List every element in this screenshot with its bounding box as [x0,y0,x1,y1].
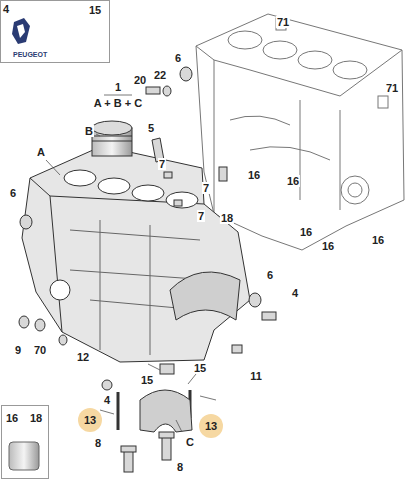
callout-number: 16 [321,240,335,252]
piston [92,121,132,156]
inset-label: 15 [89,4,101,16]
callout-number: 1 [114,81,122,93]
callout-number: B [84,125,94,137]
callout-number: A [36,146,46,158]
callout-number: 11 [249,370,263,382]
callout-number: 18 [220,212,234,224]
callout-number: 5 [147,122,155,134]
callout-circle: 13 [199,414,223,438]
callout-number: 6 [266,269,274,281]
callout-number: 12 [76,351,90,363]
callout-number: 6 [174,52,182,64]
callout-number: 9 [14,344,22,356]
callout-number: 20 [133,74,147,86]
callout-number: 15 [193,362,207,374]
callout-number: 13 [205,420,217,432]
callout-number: 16 [299,226,313,238]
front-block [22,146,250,362]
small-parts [19,67,276,472]
callout-number: 7 [197,210,205,222]
inset-label: 18 [30,412,42,424]
inset-box: 1618 [1,405,49,479]
callout-number: 6 [9,187,17,199]
pin-cylinder [9,442,39,470]
callout-number: 8 [176,461,184,473]
inset-label: 16 [6,412,18,424]
callout-number: 15 [140,374,154,386]
callout-number: 16 [286,175,300,187]
callout-number: 13 [84,414,96,426]
inset-box: 4 15PEUGEOT [0,0,110,63]
callout-number: 4 [291,287,299,299]
callout-number: 16 [371,234,385,246]
callout-number: 71 [385,82,399,94]
inset-label: 4 [3,3,9,15]
callout-number: 8 [94,437,102,449]
callout-number: 70 [33,344,47,356]
callout-number: C [185,436,195,448]
callout-number: 4 [103,394,111,406]
inset-label: PEUGEOT [13,49,47,61]
callout-number: A + B + C [93,97,144,109]
rear-block [196,14,404,250]
callout-number: 7 [202,182,210,194]
callout-number: 16 [247,169,261,181]
leader-lines [46,95,216,432]
callout-circle: 13 [78,408,102,432]
peugeot-logo [12,18,30,44]
callout-number: 22 [153,69,167,81]
callout-number: 71 [276,16,290,28]
callout-number: 7 [158,158,166,170]
